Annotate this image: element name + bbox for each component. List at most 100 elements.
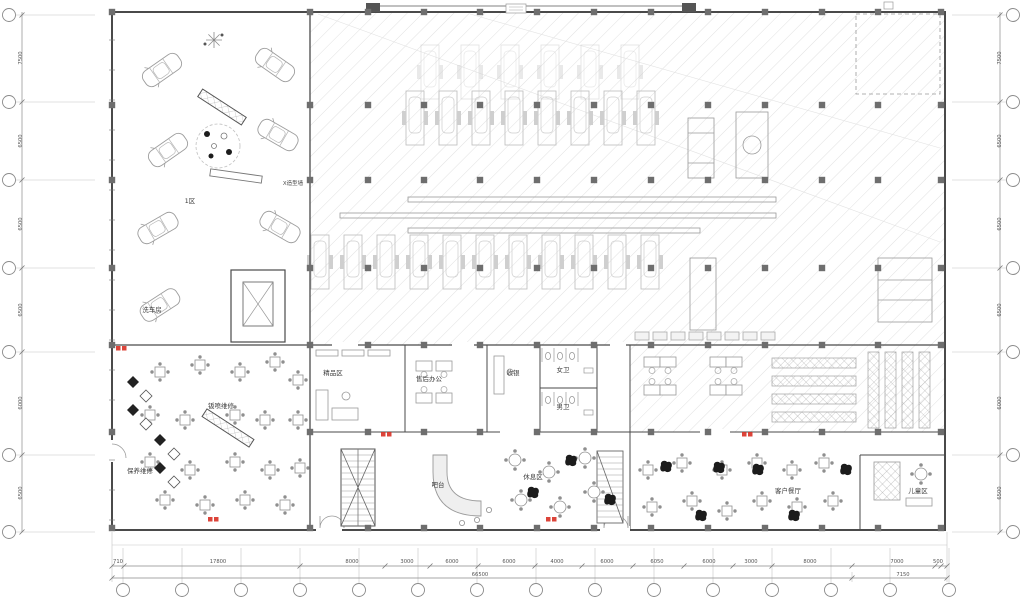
column-marker <box>704 264 712 272</box>
kids-play-pit <box>873 461 933 507</box>
column-marker <box>420 101 428 109</box>
column-marker <box>590 341 598 349</box>
grid-bubble <box>2 525 16 539</box>
grid-bubble <box>2 95 16 109</box>
room-labels: 1区 X造型墙 洗车房 精品区 售后办公 收银 女卫 男卫 吧台 休息区 客户餐… <box>127 179 928 495</box>
workbench-icon <box>652 331 668 341</box>
dim-tick <box>19 452 25 458</box>
dim-right-4: 6000 <box>997 396 1003 409</box>
dim-bottom-10: 3000 <box>744 559 757 565</box>
column-marker <box>533 101 541 109</box>
diamond-decor-icon <box>154 462 166 474</box>
workbench-icon <box>724 331 740 341</box>
dim-bottom-6: 4000 <box>550 559 563 565</box>
dim-bottom-12: 7000 <box>890 559 903 565</box>
grid-bubble <box>1006 345 1020 359</box>
dim-right-0: 7500 <box>997 51 1003 64</box>
dim-tick <box>109 563 115 569</box>
column-marker <box>761 176 769 184</box>
column-marker <box>874 176 882 184</box>
top-canopy <box>366 1 894 14</box>
table-icon <box>264 351 286 373</box>
label-styling-wall: X造型墙 <box>283 179 304 187</box>
car-icon <box>253 113 303 157</box>
column-marker <box>937 428 945 436</box>
column-marker <box>533 428 541 436</box>
plant-icon <box>840 463 852 476</box>
dim-right-2: 6500 <box>997 217 1003 230</box>
column-marker <box>937 524 945 532</box>
cashier-counter <box>493 355 514 395</box>
grid-bubble <box>706 583 720 597</box>
column-marker <box>364 341 372 349</box>
dim-tick <box>769 563 775 569</box>
column-marker <box>761 428 769 436</box>
column-marker <box>364 176 372 184</box>
grid-bubbles <box>2 8 1020 597</box>
table-icon <box>174 409 196 431</box>
plant-icon <box>695 509 707 522</box>
grid-bubble <box>765 583 779 597</box>
label-kids-area: 儿童区 <box>908 486 928 495</box>
column-marker <box>533 524 541 532</box>
dim-tick <box>997 99 1003 105</box>
dim-right-3: 6500 <box>997 303 1003 316</box>
grid-bubble <box>234 583 248 597</box>
dining-table-icon <box>751 490 773 512</box>
column-marker <box>364 8 372 16</box>
dining-table-icon <box>822 490 844 512</box>
dim-tick <box>382 563 388 569</box>
dim-tick <box>109 575 115 581</box>
column-marker <box>761 524 769 532</box>
dim-tick <box>932 563 938 569</box>
diamond-decor-icon <box>167 475 181 489</box>
column-marker <box>704 176 712 184</box>
grid-bubble <box>1006 8 1020 22</box>
red-tag <box>116 346 127 351</box>
table-icon <box>287 409 309 431</box>
column-marker <box>647 176 655 184</box>
table-icon <box>224 451 246 473</box>
column-marker <box>108 101 116 109</box>
display-dot <box>226 149 232 155</box>
column-marker <box>818 8 826 16</box>
table-icon <box>287 369 309 391</box>
column-marker <box>647 524 655 532</box>
dimension-lines <box>21 12 1001 582</box>
column-marker <box>420 428 428 436</box>
table-icon <box>259 459 281 481</box>
dim-bottom-13: 500 <box>933 559 943 565</box>
desk-icon <box>435 386 453 404</box>
car-icon <box>133 206 183 250</box>
column-marker <box>818 101 826 109</box>
display-dot <box>208 153 214 159</box>
workbench-icon <box>688 331 704 341</box>
dim-tick <box>938 563 944 569</box>
staircase-main <box>340 448 376 527</box>
grid-bubble <box>175 583 189 597</box>
column-marker <box>476 101 484 109</box>
dim-tick <box>997 12 1003 18</box>
car-icon <box>143 127 193 173</box>
grid-bubble <box>588 583 602 597</box>
column-marker <box>647 341 655 349</box>
column-marker <box>306 428 314 436</box>
toilet-icon <box>545 351 551 361</box>
dim-tick <box>630 563 636 569</box>
grid-bubble <box>1006 261 1020 275</box>
grid-bubble <box>942 583 956 597</box>
column-marker <box>704 524 712 532</box>
grid-bubble <box>1006 95 1020 109</box>
label-aftersales-office: 售后办公 <box>416 374 443 383</box>
dining-table-icon <box>716 500 738 522</box>
dim-bottom-4: 6000 <box>445 559 458 565</box>
column-marker <box>937 8 945 16</box>
workbench-icon <box>760 331 776 341</box>
dim-tick <box>532 563 538 569</box>
dim-tick <box>19 265 25 271</box>
staircase-secondary <box>596 450 624 524</box>
grid-bubble <box>2 448 16 462</box>
toilet-icon <box>569 395 575 405</box>
dim-tick <box>997 265 1003 271</box>
dim-bottom-11: 8000 <box>803 559 816 565</box>
